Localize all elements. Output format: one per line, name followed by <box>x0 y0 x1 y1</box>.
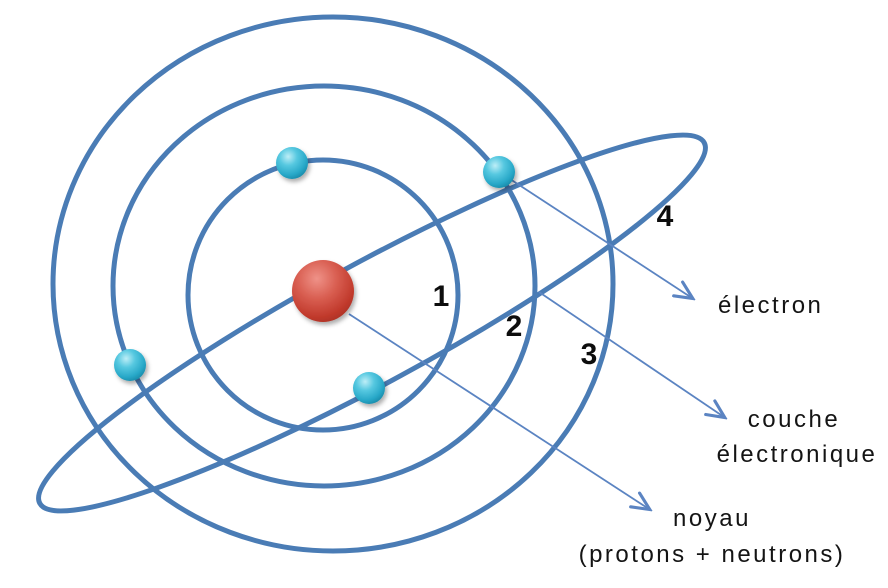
nucleus-pointer-arrow <box>348 313 649 509</box>
orbit-shell-1 <box>185 157 461 433</box>
shell-label-line1: couche <box>748 406 840 433</box>
electron-bottom <box>353 372 385 404</box>
nucleus-label-line1: noyau <box>673 505 751 532</box>
nucleus-label-line2: (protons + neutrons) <box>579 541 846 568</box>
orbit-shell-4 <box>36 132 708 514</box>
orbit-shell-3 <box>50 14 616 554</box>
shell-pointer-arrow <box>538 291 724 417</box>
shell-number-1: 1 <box>433 280 450 313</box>
shell-label-line2: électronique <box>717 441 878 468</box>
orbit-shell-2 <box>110 83 538 489</box>
shell-number-4: 4 <box>657 200 674 233</box>
electron-label: électron <box>718 292 823 319</box>
shell-number-2: 2 <box>506 310 523 343</box>
shell-number-3: 3 <box>581 338 598 371</box>
electron-pointer-arrow <box>509 178 692 298</box>
electron-top-left <box>276 147 308 179</box>
nucleus <box>292 260 354 322</box>
electron-left <box>114 349 146 381</box>
electron-top-right <box>483 156 515 188</box>
